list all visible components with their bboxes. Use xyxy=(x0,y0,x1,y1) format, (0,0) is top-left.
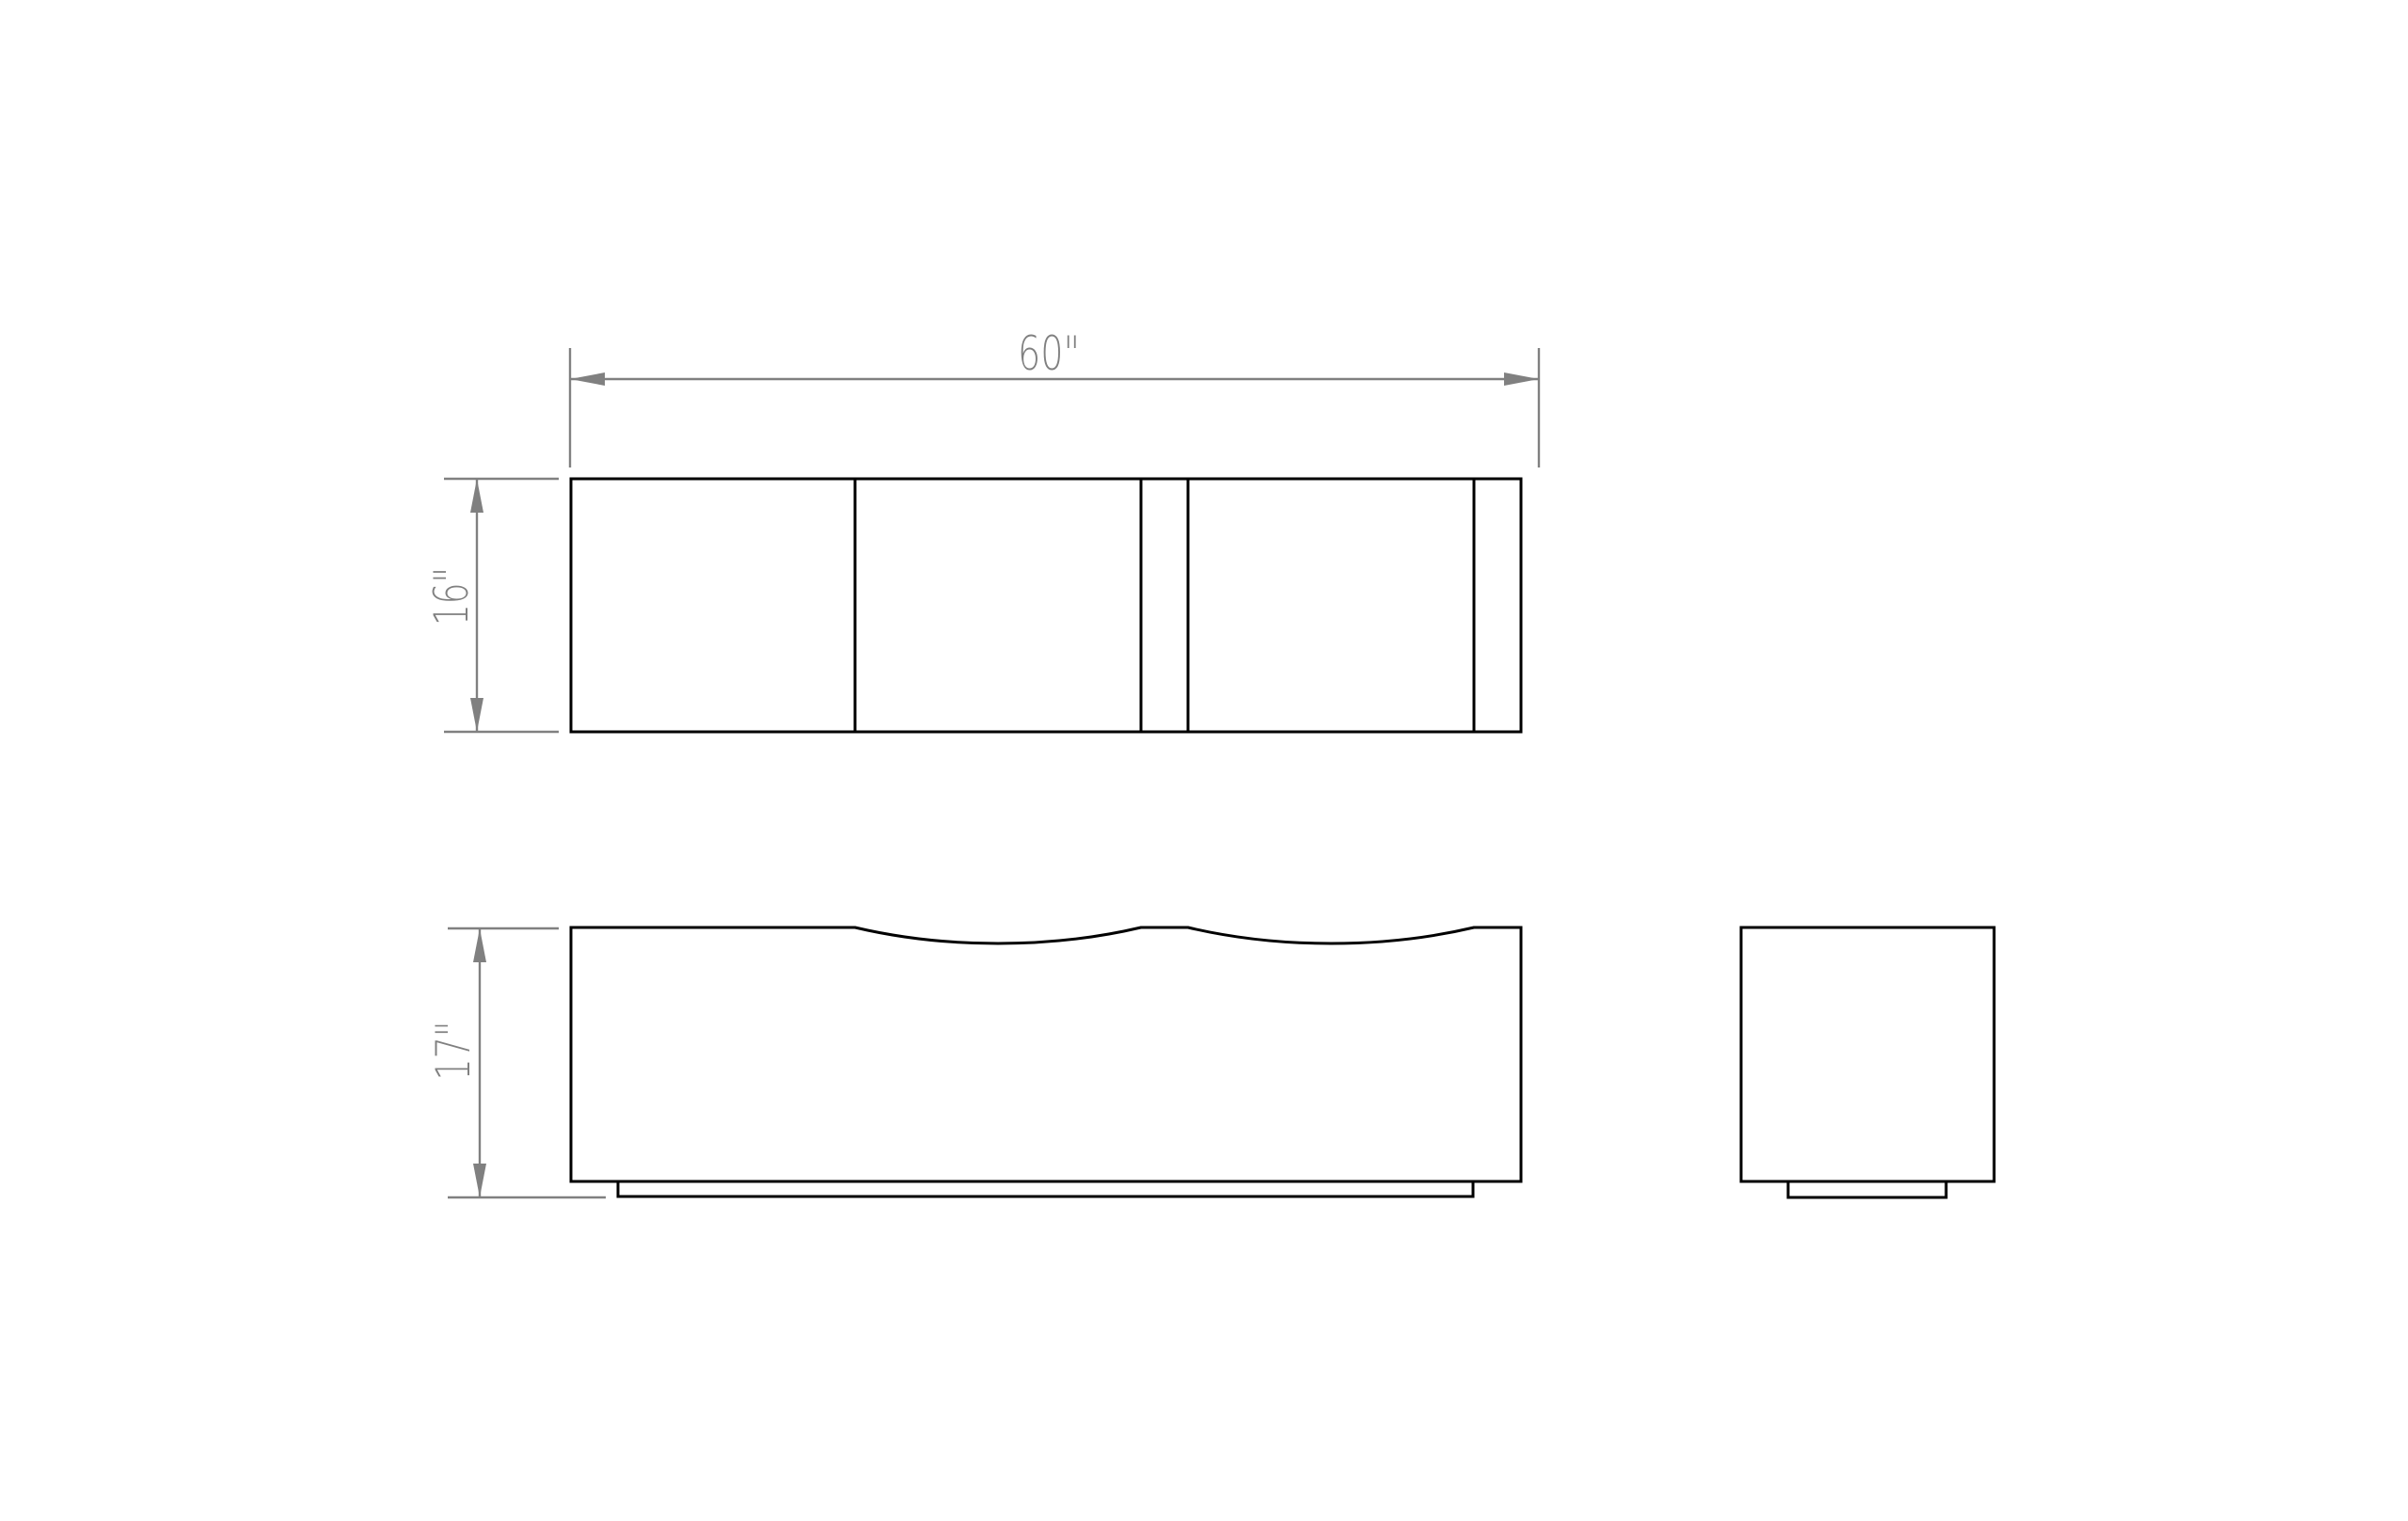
arrowhead-down-icon xyxy=(470,698,483,732)
front-view-outline xyxy=(569,926,1523,1183)
width-dimension: 60" xyxy=(568,326,1541,467)
width-dimension-label: 60" xyxy=(1018,326,1080,381)
depth-dimension-label: 16" xyxy=(424,567,479,626)
side-view xyxy=(1739,926,1996,1199)
top-view xyxy=(569,477,1523,734)
arrowhead-down-icon xyxy=(473,1164,486,1197)
height-dimension: 17" xyxy=(426,927,606,1199)
side-view-base xyxy=(1786,1180,1948,1199)
arrowhead-right-icon xyxy=(1504,372,1539,386)
height-dimension-label: 17" xyxy=(426,1022,481,1081)
arrowhead-left-icon xyxy=(570,372,605,386)
top-view-outline xyxy=(569,477,1523,734)
arrowhead-up-icon xyxy=(470,479,483,513)
side-view-outline xyxy=(1739,926,1996,1183)
depth-dimension: 16" xyxy=(424,477,559,734)
front-view-base xyxy=(616,1180,1475,1198)
arrowhead-up-icon xyxy=(473,928,486,962)
front-view xyxy=(569,926,1523,1198)
